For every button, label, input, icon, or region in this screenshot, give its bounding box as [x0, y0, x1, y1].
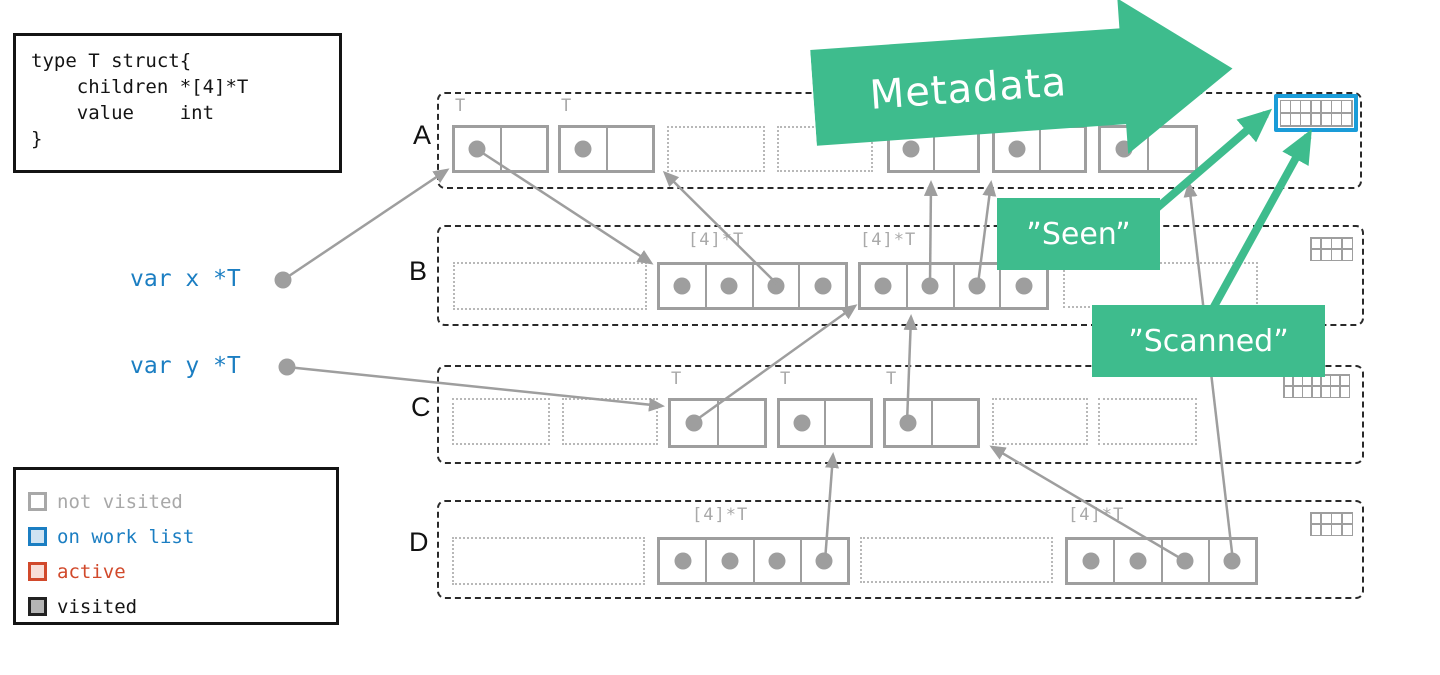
- pointer-field: [1210, 540, 1255, 582]
- legend-label: visited: [57, 595, 138, 618]
- type-label-ptr-array: [4]*T: [688, 230, 745, 250]
- metadata-banner-arrow: Metadata: [808, 0, 1243, 178]
- free-slot: [452, 398, 550, 445]
- pointer-field: [660, 540, 708, 582]
- value-field: [826, 401, 870, 445]
- t-object: [668, 398, 767, 448]
- pointer-field: [1163, 540, 1210, 582]
- free-slot: [562, 398, 658, 445]
- bitmap-grid-icon: [1279, 99, 1353, 127]
- var-y-label: var y *T: [130, 353, 241, 379]
- type-label-ptr-array: [4]*T: [860, 230, 917, 250]
- code-line: }: [31, 128, 43, 150]
- pointer-field: [861, 265, 908, 307]
- code-line: value int: [31, 102, 215, 124]
- scanned-label: ”Scanned”: [1092, 305, 1325, 377]
- pointer-field: [955, 265, 1002, 307]
- type-label-t: T: [671, 369, 683, 389]
- seen-label: ”Seen”: [997, 198, 1160, 270]
- pointer-field: [1001, 265, 1046, 307]
- pointer-field: [995, 128, 1041, 170]
- free-slot: [452, 537, 645, 585]
- t-object: [883, 398, 980, 448]
- var-x-pointer-dot: [274, 271, 292, 289]
- visited-swatch-icon: [28, 597, 47, 616]
- struct-definition-code: type T struct{ children *[4]*T value int…: [13, 33, 342, 173]
- legend-label: not visited: [57, 490, 183, 513]
- type-label-t: T: [780, 369, 792, 389]
- metadata-bitmap-on-worklist: [1274, 94, 1358, 132]
- pointer-field: [800, 265, 845, 307]
- value-field: [719, 401, 765, 445]
- bitmap-grid-icon: [1283, 374, 1350, 398]
- t-object: [558, 125, 655, 173]
- value-field: [933, 401, 978, 445]
- free-slot: [667, 126, 765, 172]
- pointer-array-object: [657, 262, 848, 310]
- type-label-ptr-array: [4]*T: [692, 505, 749, 525]
- pointer-array-object: [1065, 537, 1258, 585]
- code-line: children *[4]*T: [31, 76, 249, 98]
- pointer-field: [1115, 540, 1163, 582]
- var-x-label: var x *T: [130, 266, 241, 292]
- pointer-field: [754, 265, 801, 307]
- pointer-field: [886, 401, 933, 445]
- pointer-field: [755, 540, 802, 582]
- pointer-array-object: [858, 262, 1049, 310]
- var-y-pointer-dot: [278, 358, 296, 376]
- row-label-b: B: [409, 256, 428, 286]
- legend-label: on work list: [57, 525, 195, 548]
- type-label-t: T: [561, 96, 573, 116]
- free-slot: [453, 262, 647, 310]
- legend: not visited on work list active visited: [13, 467, 339, 625]
- bitmap-grid-icon: [1310, 237, 1353, 261]
- pointer-field: [908, 265, 955, 307]
- pointer-field: [780, 401, 826, 445]
- pointer-field: [1068, 540, 1116, 582]
- free-slot: [992, 398, 1088, 445]
- banner-arrow-shape: [810, 0, 1233, 155]
- value-field: [608, 128, 653, 170]
- legend-item-not-visited: not visited: [28, 484, 336, 519]
- t-object: [777, 398, 873, 448]
- pointer-field: [660, 265, 707, 307]
- pointer-array-object: [657, 537, 850, 585]
- not-visited-swatch-icon: [28, 492, 47, 511]
- free-slot: [860, 537, 1053, 583]
- t-object: [452, 125, 549, 173]
- pointer-field: [561, 128, 608, 170]
- pointer-field: [802, 540, 847, 582]
- type-label-t: T: [886, 369, 898, 389]
- type-label-ptr-array: [4]*T: [1068, 505, 1125, 525]
- code-line: type T struct{: [31, 50, 192, 72]
- pointer-field: [671, 401, 719, 445]
- free-slot: [1098, 398, 1197, 445]
- pointer-field: [890, 128, 935, 170]
- row-label-d: D: [409, 527, 429, 557]
- type-label-t: T: [455, 96, 467, 116]
- row-label-a: A: [413, 120, 432, 150]
- pointer-field: [455, 128, 502, 170]
- active-swatch-icon: [28, 562, 47, 581]
- legend-label: active: [57, 560, 126, 583]
- legend-item-on-work-list: on work list: [28, 519, 336, 554]
- value-field: [502, 128, 547, 170]
- legend-item-active: active: [28, 554, 336, 589]
- bitmap-grid-icon: [1310, 512, 1353, 536]
- pointer-field: [707, 540, 755, 582]
- on-work-list-swatch-icon: [28, 527, 47, 546]
- pointer-field: [707, 265, 754, 307]
- legend-item-visited: visited: [28, 589, 336, 624]
- row-label-c: C: [411, 392, 431, 422]
